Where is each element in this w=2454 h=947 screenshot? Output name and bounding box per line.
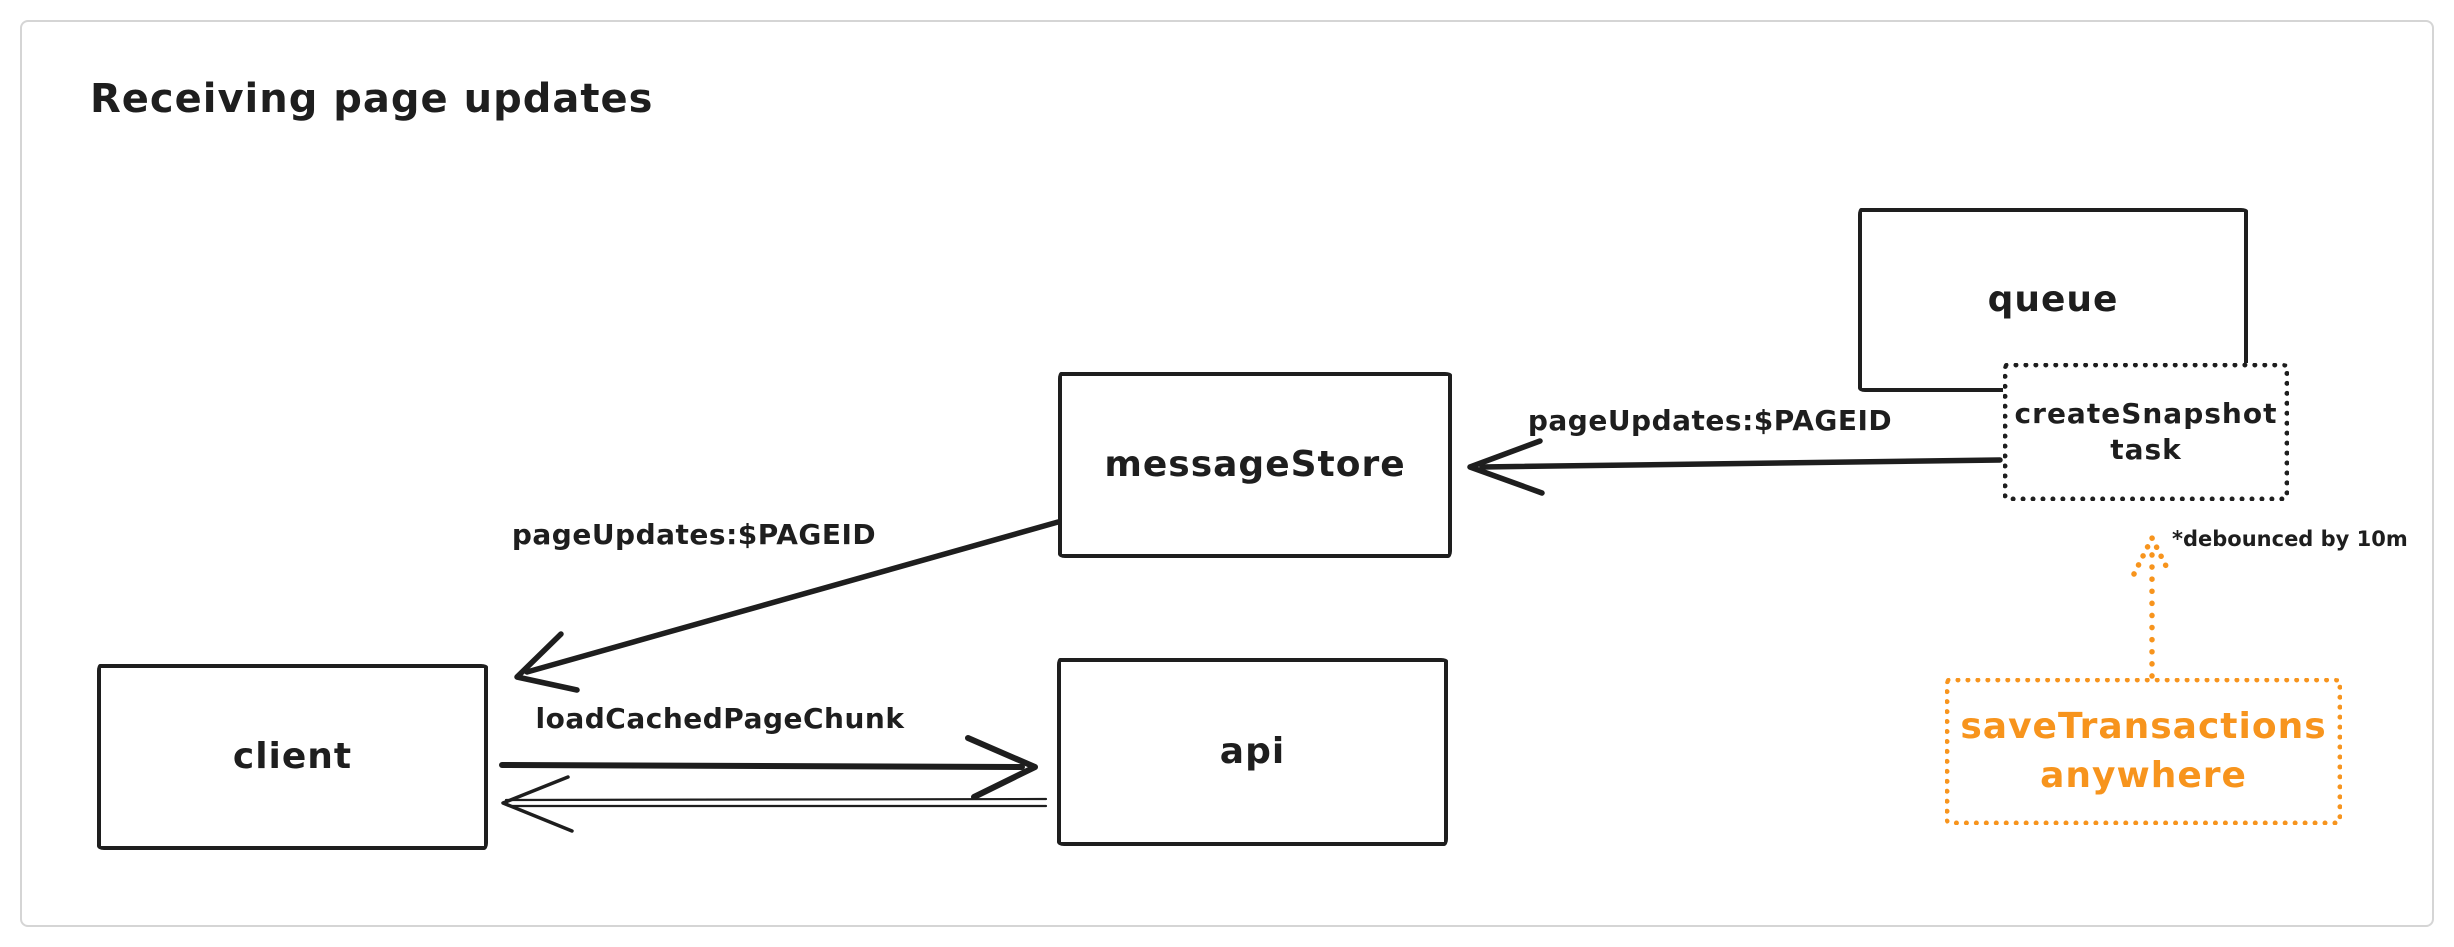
node-message-store-label: messageStore — [1104, 443, 1406, 485]
node-save-transactions-label: saveTransactions anywhere — [1960, 705, 2327, 796]
node-client: client — [97, 664, 488, 850]
node-queue-label: queue — [1987, 278, 2119, 320]
node-message-store: messageStore — [1058, 372, 1452, 558]
node-queue: queue — [1858, 208, 2248, 392]
edge-label-pageupdates-client: pageUpdates:$PAGEID — [511, 518, 877, 551]
node-create-snapshot-task-label: createSnapshot task — [2014, 396, 2278, 466]
node-client-label: client — [232, 735, 353, 777]
node-api: api — [1057, 658, 1448, 846]
annotation-debounced: *debounced by 10m — [2172, 527, 2408, 551]
node-api-label: api — [1219, 730, 1286, 772]
node-save-transactions-anywhere: saveTransactions anywhere — [1945, 678, 2342, 825]
node-create-snapshot-task: createSnapshot task — [2003, 363, 2289, 501]
diagram-title: Receiving page updates — [90, 76, 654, 122]
edge-label-pageupdates-queue: pageUpdates:$PAGEID — [1527, 404, 1893, 437]
edge-label-load-cached-page-chunk: loadCachedPageChunk — [535, 702, 905, 735]
